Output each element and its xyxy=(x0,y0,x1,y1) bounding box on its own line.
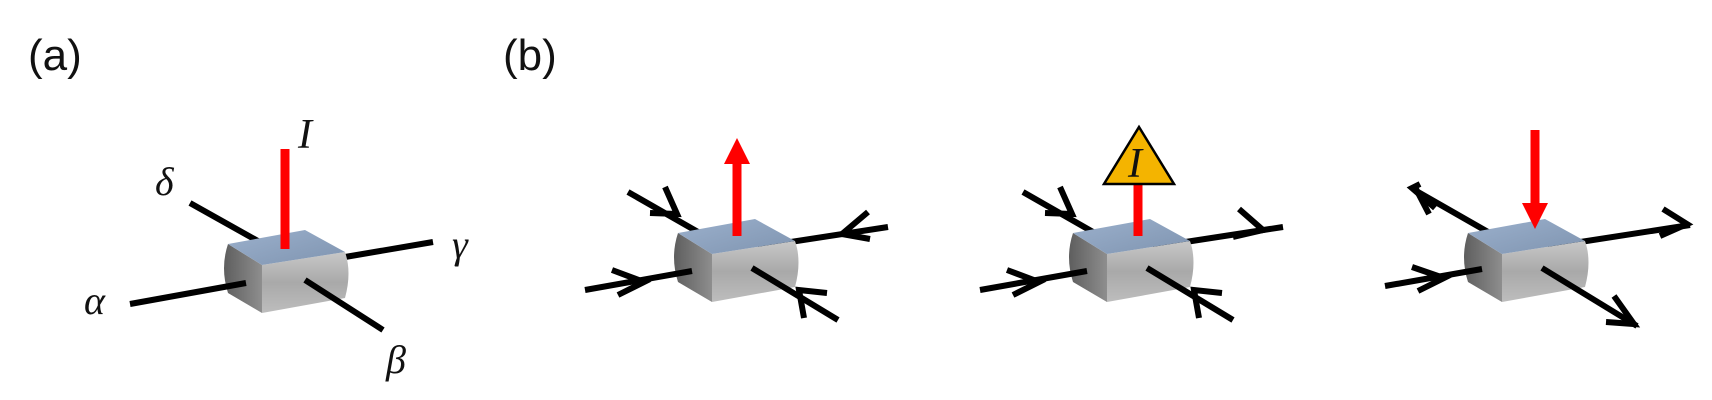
label-alpha: α xyxy=(84,278,106,323)
triangle-vertex-icon xyxy=(1101,124,1177,186)
panel-a-tensor: I δ γ α β xyxy=(84,112,469,382)
arrow-alpha-in xyxy=(610,267,652,298)
arrow-alpha-in xyxy=(1005,267,1047,298)
tensor-box xyxy=(1464,219,1589,302)
triangle-label: I xyxy=(1127,141,1144,187)
leg-gamma-wire xyxy=(344,239,434,260)
arrow-gamma-out xyxy=(1658,206,1694,239)
arrow-down-icon xyxy=(1522,203,1548,229)
leg-beta-wire xyxy=(1540,265,1639,329)
arrow-gamma-in xyxy=(835,209,871,242)
label-I: I xyxy=(297,112,314,158)
arrow-beta-out xyxy=(1605,294,1641,328)
label-beta: β xyxy=(385,337,406,382)
arrow-alpha-in xyxy=(1411,264,1452,294)
arrow-gamma-out xyxy=(1232,206,1270,240)
panel-b-label: (b) xyxy=(503,31,557,80)
leg-beta-wire xyxy=(1145,265,1235,323)
arrow-beta-in xyxy=(795,286,828,319)
panel-b-tensor-2: I xyxy=(979,124,1284,323)
arrow-delta-in xyxy=(1044,185,1077,218)
leg-beta-wire xyxy=(303,277,385,333)
label-delta: δ xyxy=(155,159,175,204)
leg-beta-wire xyxy=(750,265,840,323)
arrow-delta-out xyxy=(1406,181,1437,211)
label-gamma: γ xyxy=(452,222,469,267)
panel-b-tensor-1 xyxy=(584,138,889,323)
leg-delta-wire xyxy=(188,200,267,248)
panel-a-label: (a) xyxy=(28,31,82,80)
leg-alpha-wire xyxy=(129,280,247,307)
tensor-box xyxy=(1069,219,1194,302)
arrow-delta-in xyxy=(649,185,682,218)
arrow-beta-in xyxy=(1190,286,1223,319)
panel-b-tensor-3 xyxy=(1384,130,1694,329)
leg-delta-wire xyxy=(1416,189,1490,235)
arrow-delta-out-2 xyxy=(1412,185,1432,216)
arrow-up-icon xyxy=(724,138,750,164)
